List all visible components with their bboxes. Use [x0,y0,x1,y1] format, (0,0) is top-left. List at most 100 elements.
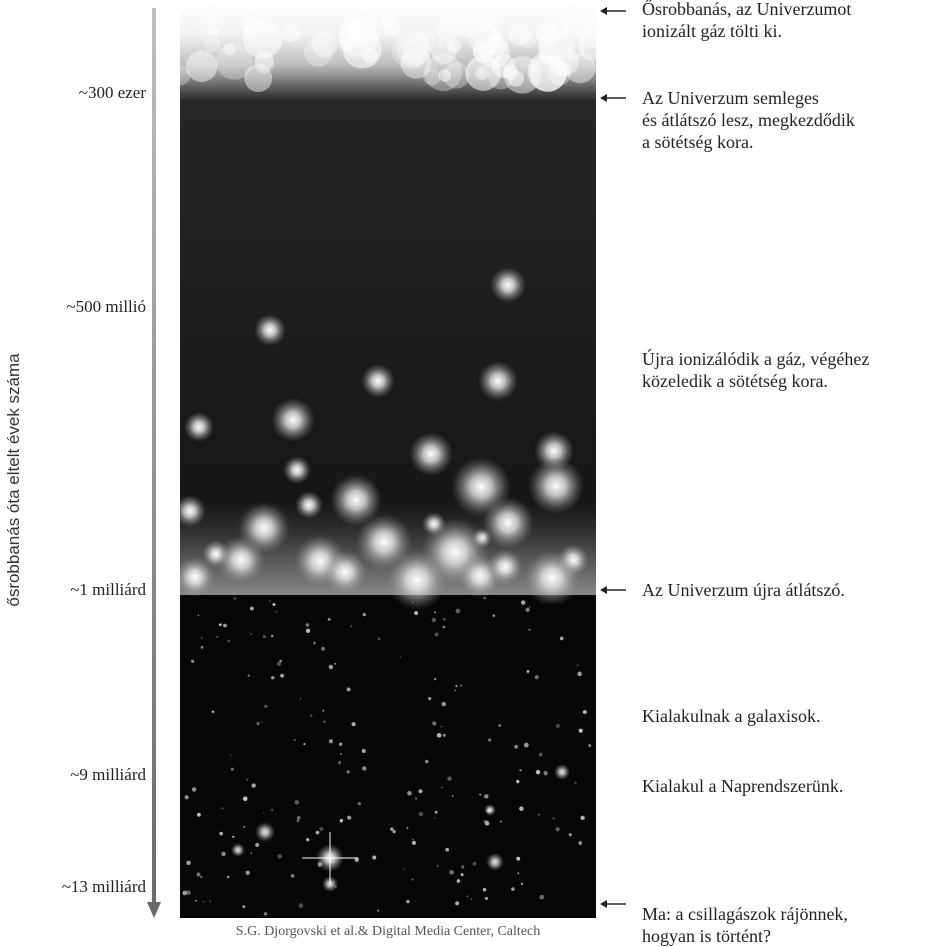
galaxy-speck [201,637,203,639]
galaxy-speck [269,600,271,602]
glowing-gas-blob [482,497,534,549]
galaxy-speck [255,842,260,847]
glowing-gas-blob [387,550,447,610]
galaxy-speck [197,614,200,617]
ionized-gas-cloud [423,68,441,86]
galaxy-speck [250,633,253,636]
galaxy-speck [534,675,539,680]
galaxy-speck [528,628,531,631]
event-galaxies-form-text: Kialakulnak a galaxisok. [642,706,821,726]
galaxy-speck [538,813,540,816]
galaxy-speck [303,742,306,746]
galaxy-speck [202,900,205,903]
galaxy-speck [271,676,275,680]
galaxy-speck [407,790,412,796]
galaxy-speck [232,835,235,839]
timeline-arrow [147,8,161,918]
galaxy-speck [538,752,543,757]
event-today-text: Ma: a csillagászok rájönnek, hogyan is t… [642,904,848,946]
glowing-gas-blob [524,550,580,606]
galaxy-speck [197,812,201,817]
galaxy-speck [470,898,473,901]
galaxy-speck [425,759,429,764]
galaxy-speck [390,827,394,831]
galaxy-speck [414,796,418,800]
galaxy-speck [454,689,457,692]
galaxy-speck [433,677,437,681]
galaxy-speck [555,723,560,728]
galaxy-speck [233,597,237,600]
galaxy-speck [262,812,265,814]
galaxy-speck [271,808,274,812]
galaxy-speck [227,875,230,879]
ionized-gas-cloud [424,53,462,92]
galaxy-speck [328,739,333,744]
galaxy-speck [299,698,302,700]
galaxy-speck [466,895,469,898]
time-mark-300-thousand: ~300 ezer [78,83,146,102]
galaxy-speck [406,827,409,830]
galaxy-speck [260,721,262,723]
galaxy-speck [519,768,522,772]
galaxy-speck [484,896,489,901]
galaxy-speck [221,851,226,857]
galaxy-speck [445,847,450,852]
galaxy-speck [578,728,583,733]
galaxy-speck [431,617,436,623]
ionized-gas-cloud [391,28,432,69]
galaxy-speck [323,720,326,724]
time-mark-500-million: ~500 millió [66,297,146,316]
galaxy-speck [328,664,334,670]
ionized-gas-cloud [206,19,221,34]
galaxy-speck [230,767,235,771]
galaxy-speck [517,872,520,875]
ionized-gas-cloud [242,18,283,59]
galaxy-speck [305,628,311,633]
galaxy-speck [411,878,414,881]
galaxy-speck [472,861,477,866]
galaxy-speck [263,635,266,639]
galaxy-speck [339,819,344,823]
galaxy-speck [434,632,439,637]
time-mark-1-billion: ~1 milliárd [70,580,146,599]
galaxy-speck [514,744,519,749]
galaxy-speck [294,800,300,805]
galaxy-speck [498,724,501,727]
galaxy-speck [361,748,366,753]
galaxy-speck [216,636,218,638]
galaxy-speck [441,786,443,789]
galaxy-speck [528,606,531,608]
ionized-gas-cloud [244,64,273,93]
ionized-gas-cloud [490,30,503,43]
galaxy-speck [483,819,487,824]
galaxy-speck [580,815,585,821]
galaxy-speck [221,807,224,810]
galaxy-speck [433,817,436,819]
glowing-gas-blob [361,364,395,398]
galaxy-speck [229,754,232,756]
galaxy [486,853,504,871]
glowing-gas-blob [528,458,584,514]
ionized-gas-cloud [400,47,432,79]
ionized-gas-cloud [535,22,559,46]
ionized-gas-cloud [508,23,532,46]
y-axis-label: ősrobbanás óta eltelt évek száma [4,353,23,607]
galaxy-speck [312,641,316,645]
galaxy-speck [436,733,442,738]
galaxy-speck [256,721,260,726]
galaxy-speck [298,903,304,908]
galaxy-speck [523,742,529,748]
event-transparent-again-text: Az Univerzum újra átlátszó. [642,580,845,600]
ionized-gas-cloud [537,34,557,54]
galaxy-speck [432,721,437,726]
galaxy-speck [456,879,461,883]
galaxy-speck [251,783,256,788]
galaxy-speck [459,684,463,687]
galaxy-speck [305,623,310,627]
galaxy-speck [218,623,222,627]
ionized-gas-cloud [223,43,236,56]
glowing-gas-blob [180,495,206,527]
arrow-left-icon [600,900,626,908]
galaxy-speck [442,733,446,737]
galaxy-speck [520,600,526,605]
